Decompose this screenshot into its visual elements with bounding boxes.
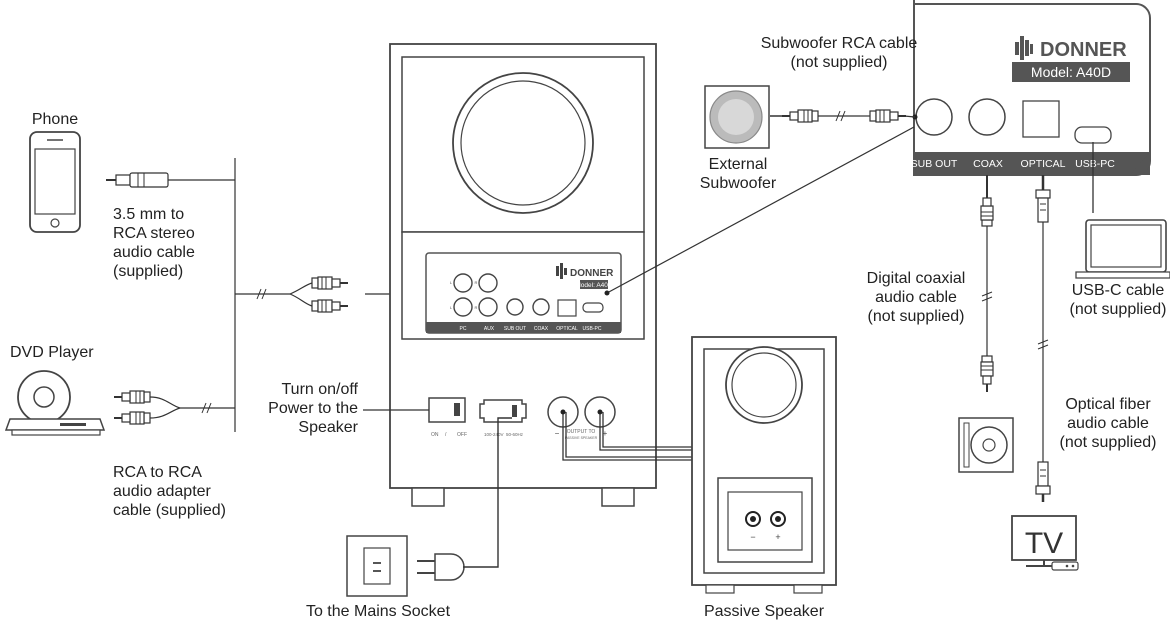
dvd-player-label: DVD Player [10,344,94,361]
model-label: Model: A40D [1031,64,1111,80]
channel-mark: R [475,305,478,310]
passive-speaker: − + [691,336,837,594]
phone-icon [29,131,81,233]
tv-icon: TV [1011,515,1079,571]
voltage-mark: 100-240V [484,432,504,437]
small-port-label: PC [460,326,467,332]
voltage-mark: 50-60Hz [506,432,524,437]
power-plug-icon [417,417,512,581]
subwoofer-cable-label: Subwoofer RCA cable(not supplied) [760,35,918,71]
dvd-player-icon [4,370,106,436]
mains-socket-icon [346,535,408,597]
small-port-label: COAX [534,326,549,332]
passive-speaker-label: Passive Speaker [704,603,825,620]
channel-mark: L [450,280,453,285]
small-port-labels: PC AUX SUB OUT COAX OPTICAL USB-PC [460,326,602,332]
tv-label: TV [1025,527,1063,560]
input-rca-plugs [289,276,349,313]
switch-mark: OFF [457,432,467,438]
headphone-jack-icon [106,172,235,188]
polarity-mark: + [603,429,608,438]
power-inlet-icon: 100-240V 50-60Hz [479,399,527,437]
small-donner-logo-icon [556,263,567,279]
channel-mark: L [450,305,453,310]
subwoofer-icon [704,85,770,149]
small-port-label: SUB OUT [504,326,526,332]
passive-polarity-mark: − [750,532,755,542]
donner-logo-icon [1015,36,1033,60]
speaker-output-mark: PASSIVE SPEAKER [565,436,598,440]
port-label: COAX [973,158,1003,170]
brand-name: DONNER [1040,39,1127,61]
small-brand-name: DONNER [570,268,614,279]
cd-player-icon [958,417,1014,473]
phone-label: Phone [32,111,78,128]
rear-panel-closeup: DONNER Model: A40D SUB OUT COAX OPTICAL … [911,0,1151,176]
switch-mark: / [445,432,447,438]
zoom-indicator-line [606,126,915,294]
small-port-label: OPTICAL [556,326,578,332]
laptop-icon [1075,219,1170,279]
coax-cable [980,175,994,393]
port-label: OPTICAL [1021,158,1066,170]
port-label: SUB OUT [911,158,958,170]
small-port-label: USB-PC [583,326,602,332]
port-label: USB-PC [1075,158,1115,170]
polarity-mark: − [555,429,560,438]
channel-mark: R [475,280,478,285]
passive-polarity-mark: + [775,532,780,542]
subwoofer-rca-cable [770,109,907,123]
mains-socket-label: To the Mains Socket [306,603,451,620]
optical-cable [1035,175,1051,502]
power-switch-icon: ON / OFF [428,397,467,438]
speaker-output-mark: OUTPUT TO [567,429,596,435]
large-port-labels: SUB OUT COAX OPTICAL USB-PC [911,158,1116,170]
small-model-label: Model: A40D [575,282,613,289]
switch-mark: ON [431,432,439,438]
dvd-rca-plugs [113,390,235,425]
rear-input-panel: L R L R DONNER Model: A40D PC AUX SUB OU… [425,252,622,334]
usb-cable-label: USB-C cable(not supplied) [1069,282,1167,318]
small-port-label: AUX [484,326,495,332]
